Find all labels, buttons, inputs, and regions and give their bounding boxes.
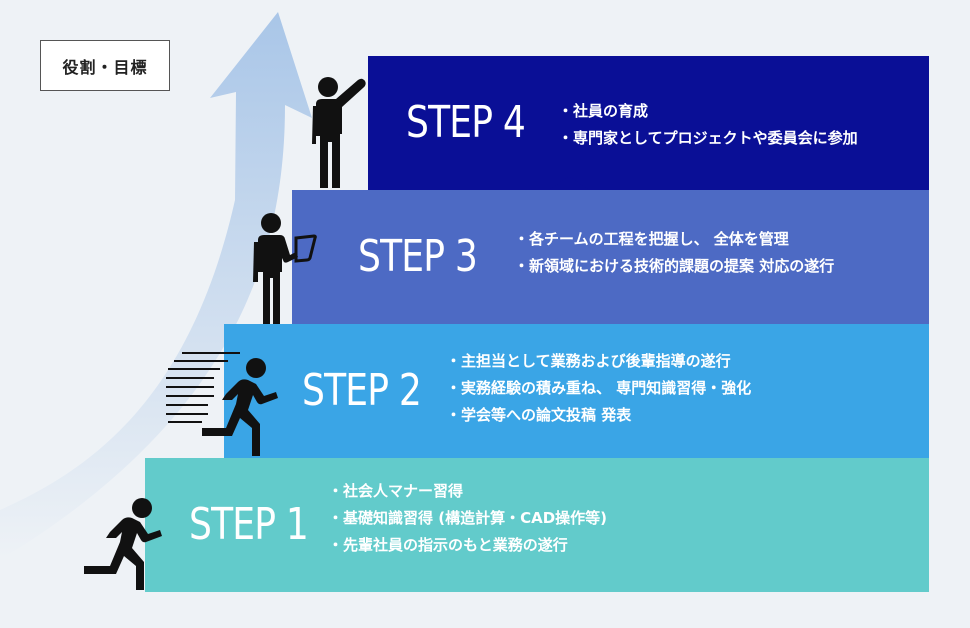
sprinting-person-icon [166,352,278,456]
step-2-title: STEP 2 [302,365,422,416]
step-3-list: 各チームの工程を把握し、 全体を管理 新領域における技術的課題の提案 対応の遂行 [514,226,834,280]
list-item: 実務経験の積み重ね、 専門知識習得・強化 [446,375,751,402]
list-item: 基礎知識習得 (構造計算・CAD操作等) [328,505,607,532]
role-goal-badge: 役割・目標 [40,40,170,91]
list-item: 社会人マナー習得 [328,478,607,505]
step-2-block: STEP 2 主担当として業務および後輩指導の遂行 実務経験の積み重ね、 専門知… [224,324,929,458]
step-3-block: STEP 3 各チームの工程を把握し、 全体を管理 新領域における技術的課題の提… [292,190,929,324]
list-item: 主担当として業務および後輩指導の遂行 [446,348,751,375]
step-1-block: STEP 1 社会人マナー習得 基礎知識習得 (構造計算・CAD操作等) 先輩社… [145,458,929,592]
step-4-list: 社員の育成 専門家としてプロジェクトや委員会に参加 [558,98,858,152]
step-1-list: 社会人マナー習得 基礎知識習得 (構造計算・CAD操作等) 先輩社員の指示のもと… [328,478,607,559]
manager-person-icon [253,213,317,324]
list-item: 専門家としてプロジェクトや委員会に参加 [558,125,858,152]
step-4-title: STEP 4 [406,97,526,148]
step-2-list: 主担当として業務および後輩指導の遂行 実務経験の積み重ね、 専門知識習得・強化 … [446,348,751,429]
running-person-icon [84,498,162,590]
list-item: 新領域における技術的課題の提案 対応の遂行 [514,253,834,280]
step-4-block: STEP 4 社員の育成 専門家としてプロジェクトや委員会に参加 [368,56,929,190]
list-item: 各チームの工程を把握し、 全体を管理 [514,226,834,253]
growth-arrow-icon [0,12,312,560]
presenting-person-icon [312,77,366,188]
step-3-notch [549,310,589,324]
step-4-notch [549,176,589,190]
step-2-notch [549,444,589,458]
step-1-title: STEP 1 [189,499,309,550]
list-item: 先輩社員の指示のもと業務の遂行 [328,532,607,559]
list-item: 学会等への論文投稿 発表 [446,402,751,429]
step-3-title: STEP 3 [358,231,478,282]
list-item: 社員の育成 [558,98,858,125]
